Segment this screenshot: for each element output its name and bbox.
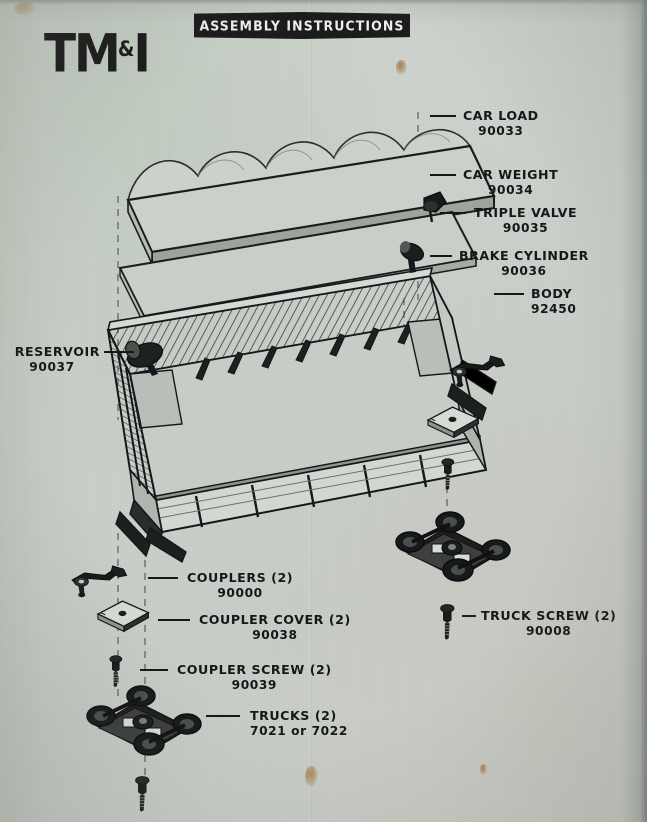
- left-cover-plate: [97, 600, 150, 633]
- label-reservoir-name: RESERVOIR: [14, 344, 100, 359]
- label-truck-screw-number: 90008: [525, 623, 572, 638]
- label-brake-cylinder: BRAKE CYLINDER 90036: [459, 248, 589, 278]
- logo-ampersand: &: [117, 36, 135, 62]
- label-body-number: 92450: [531, 301, 577, 316]
- label-coupler-screw-name: COUPLER SCREW (2): [177, 662, 332, 677]
- label-coupler-screw: COUPLER SCREW (2) 90039: [177, 662, 332, 692]
- label-body: BODY 92450: [531, 286, 577, 316]
- label-truck-screw-name: TRUCK SCREW (2): [481, 608, 617, 623]
- label-brake-cylinder-number: 90036: [501, 263, 547, 278]
- label-brake-cylinder-name: BRAKE CYLINDER: [459, 248, 589, 263]
- label-trucks-number: 7021 or 7022: [250, 723, 348, 738]
- label-car-weight: CAR WEIGHT 90034: [463, 167, 559, 197]
- label-car-weight-number: 90034: [487, 182, 534, 197]
- car-body-part: [106, 267, 497, 564]
- left-truck: [85, 684, 203, 757]
- label-trucks: TRUCKS (2) 7021 or 7022: [250, 708, 348, 738]
- label-triple-valve: TRIPLE VALVE 90035: [474, 205, 578, 235]
- reservoir-part: [125, 340, 164, 376]
- label-truck-screw: TRUCK SCREW (2) 90008: [481, 608, 617, 638]
- label-reservoir-number: 90037: [29, 359, 75, 374]
- left-coupler-assembly: [71, 565, 128, 598]
- label-couplers: COUPLERS (2) 90000: [187, 570, 294, 600]
- label-triple-valve-name: TRIPLE VALVE: [474, 205, 578, 220]
- label-car-weight-name: CAR WEIGHT: [463, 167, 559, 182]
- left-truck-screw: [135, 776, 150, 813]
- label-couplers-name: COUPLERS (2): [187, 570, 294, 585]
- label-couplers-number: 90000: [217, 585, 263, 600]
- label-coupler-cover-number: 90038: [252, 627, 298, 642]
- right-truck-screw: [440, 604, 455, 641]
- assembly-instructions-banner: ASSEMBLY INSTRUCTIONS: [194, 12, 410, 39]
- car-load-part: [126, 129, 496, 266]
- label-body-name: BODY: [531, 286, 573, 301]
- logo-text: TM: [44, 23, 121, 86]
- banner-label: ASSEMBLY INSTRUCTIONS: [199, 17, 405, 34]
- label-coupler-cover-name: COUPLER COVER (2): [199, 612, 351, 627]
- label-reservoir: RESERVOIR 90037: [4, 344, 100, 374]
- label-trucks-name: TRUCKS (2): [250, 708, 337, 723]
- label-car-load: CAR LOAD 90033: [463, 108, 539, 138]
- right-truck: [394, 510, 512, 583]
- label-coupler-screw-number: 90039: [231, 677, 278, 692]
- logo-tail: I: [133, 23, 150, 86]
- brake-cylinder-part: [399, 241, 425, 273]
- triple-valve-part: [423, 191, 447, 223]
- label-triple-valve-number: 90035: [502, 220, 549, 235]
- label-coupler-cover: COUPLER COVER (2) 90038: [199, 612, 351, 642]
- brand-logo: TM&I: [44, 28, 151, 81]
- label-car-load-name: CAR LOAD: [463, 108, 539, 123]
- left-coupler-screw: [109, 655, 123, 688]
- label-car-load-number: 90033: [478, 123, 524, 138]
